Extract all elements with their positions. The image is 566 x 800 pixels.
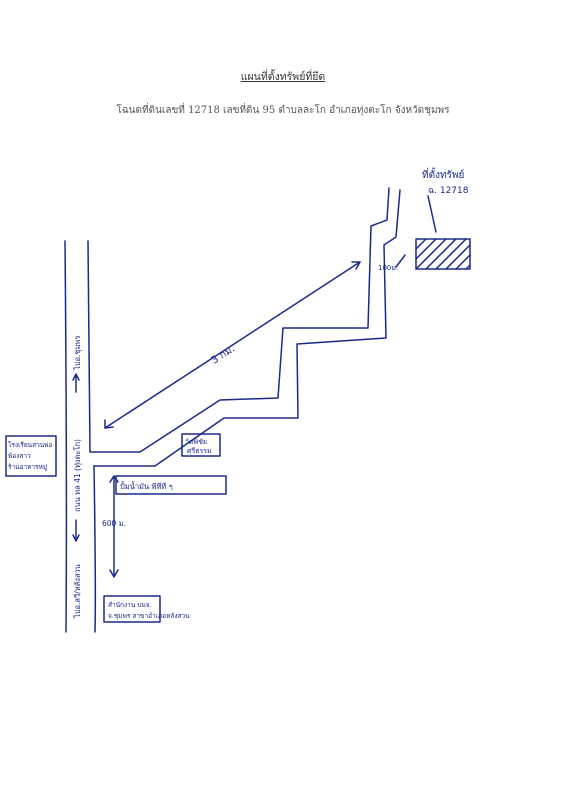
page-title: แผนที่ตั้งทรัพย์ที่ยึด [240,71,326,83]
landmark-shop-label: ปั้มน้ำมัน พีทีที ๆ [120,481,173,491]
landmark-west-line3: ร้านอาหารหมู่ [8,463,47,471]
landmark-office-box [103,595,161,623]
distance-arrow-head-top [351,261,361,270]
highway-right-edge-upper [87,240,91,453]
highway-left-edge [64,240,68,633]
south-arrow-head [72,534,80,542]
property-label-line2: ฉ. 12718 [428,186,469,196]
distance-label: 3 กม. [210,343,237,366]
property-pointer [427,195,437,233]
to-south-label: ไปอ.สวี/หลังสวน [73,564,82,619]
landmark-temple-line2: ศรีธรรม [187,447,212,455]
landmark-temple-box [181,433,221,457]
north-arrow-head [72,373,80,381]
landmark-west-line2: พ้องสาว [8,452,31,460]
meters-label: 100ม. [378,264,398,272]
distance-arrow-head-bottom [104,419,114,429]
meters-pointer [395,254,406,268]
landmark-temple-line1: วัดพิชัย [185,438,207,446]
landmark-office-line1: สำนักงาน บมจ. [108,601,152,609]
property-parcel [415,238,471,270]
highway-right-edge-lower [93,465,97,633]
landmark-shop-box [115,475,227,495]
road-label: ถนน ทล 41 (ทุ่งตะโก) [73,439,82,512]
distance-arrow-line [104,261,361,429]
landmark-west-line1: โรงเรียนสวนพ่อ [8,441,52,449]
property-label-line1: ที่ตั้งทรัพย์ [422,167,464,181]
distance-600-label: 600 ม. [102,519,126,528]
landmark-west-box [5,435,57,477]
deed-subtitle: โฉนดที่ดินเลขที่ 12718 เลขที่ดิน 95 ตำบล… [116,105,450,116]
branch-road-upper [89,187,390,453]
landmark-office-line2: จ.ชุมพร สาขาอำเภอหลังสวน [108,612,190,620]
branch-road-lower [93,189,401,467]
office-distance-arrow-bottom [109,569,119,578]
to-north-label: ไปอ.ชุมพร [73,336,82,371]
property-hatching [415,238,471,270]
